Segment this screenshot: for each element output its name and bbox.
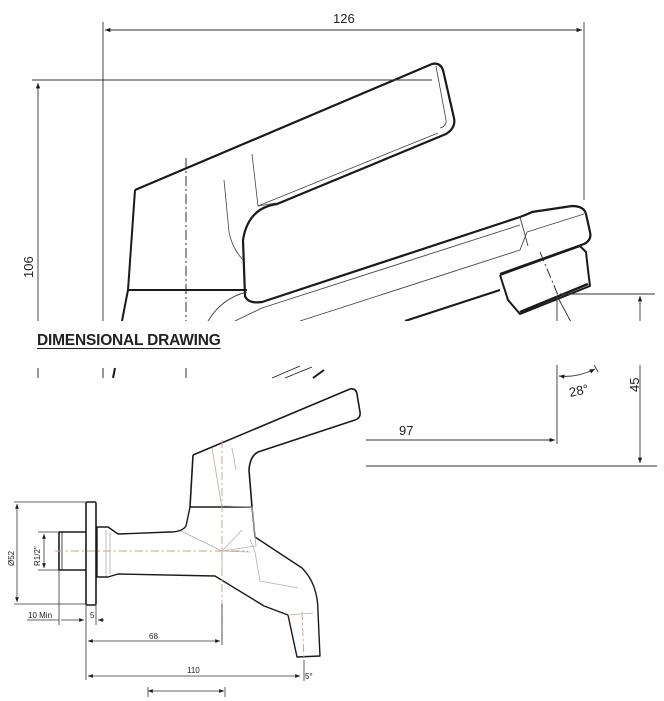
title-band <box>0 321 664 365</box>
dim-flange-diameter: Ø52 <box>7 550 16 566</box>
dim-flange-thickness: 5 <box>90 611 95 620</box>
bottom-dimension-lines <box>14 501 305 697</box>
dim-spout-reach: 97 <box>399 423 414 438</box>
dim-aerator-angle: 28° <box>567 381 591 400</box>
drawing-title: DIMENSIONAL DRAWING <box>37 332 221 349</box>
dim-spout-height: 45 <box>627 377 642 392</box>
top-faucet-outline <box>121 62 592 322</box>
dim-overall-reach: 110 <box>187 666 200 675</box>
dim-min-thread-length: 10 Min <box>28 611 53 620</box>
dim-overall-width: 126 <box>333 11 355 26</box>
dim-outlet-angle: 5° <box>305 672 313 681</box>
dim-handle-axis-offset: 68 <box>149 632 158 641</box>
dim-thread: R1/2" <box>33 546 42 566</box>
dim-overall-height: 106 <box>21 256 36 278</box>
bottom-tap-outline <box>55 388 361 661</box>
top-dimension-lines <box>32 22 657 467</box>
